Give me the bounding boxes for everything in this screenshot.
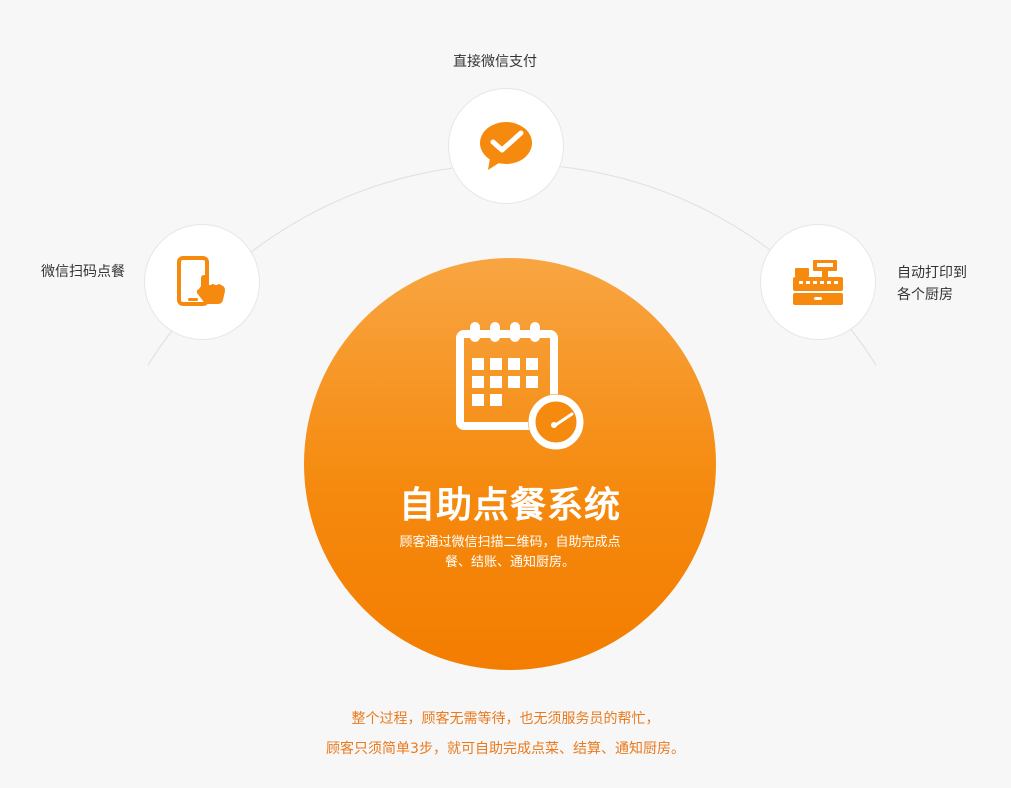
footer-line-2: 顾客只须简单3步，就可自助完成点菜、结算、通知厨房。 <box>326 741 685 757</box>
calendar-clock-icon <box>456 322 584 450</box>
step-label-auto-print-line1: 自动打印到 <box>897 265 967 281</box>
center-title: 自助点餐系统 <box>398 485 621 526</box>
step-label-auto-print: 自动打印到 各个厨房 <box>897 262 967 306</box>
cash-register-printer-icon <box>793 260 843 305</box>
center-circle: 自助点餐系统 顾客通过微信扫描二维码，自助完成点餐、结账、通知厨房。 <box>304 258 716 670</box>
step-node-wechat-pay <box>448 88 564 204</box>
step-node-scan-order <box>144 224 260 340</box>
wechat-pay-icon <box>480 122 532 170</box>
phone-tap-icon <box>177 256 225 306</box>
footer-line-1: 整个过程，顾客无需等待，也无须服务员的帮忙， <box>351 711 660 727</box>
step-label-auto-print-line2: 各个厨房 <box>897 287 953 303</box>
footer-text: 整个过程，顾客无需等待，也无须服务员的帮忙， 顾客只须简单3步，就可自助完成点菜… <box>0 704 1011 764</box>
step-label-wechat-pay: 直接微信支付 <box>453 54 537 70</box>
center-description: 顾客通过微信扫描二维码，自助完成点餐、结账、通知厨房。 <box>399 535 621 570</box>
step-label-scan-order: 微信扫码点餐 <box>41 264 125 280</box>
step-node-auto-print <box>760 224 876 340</box>
